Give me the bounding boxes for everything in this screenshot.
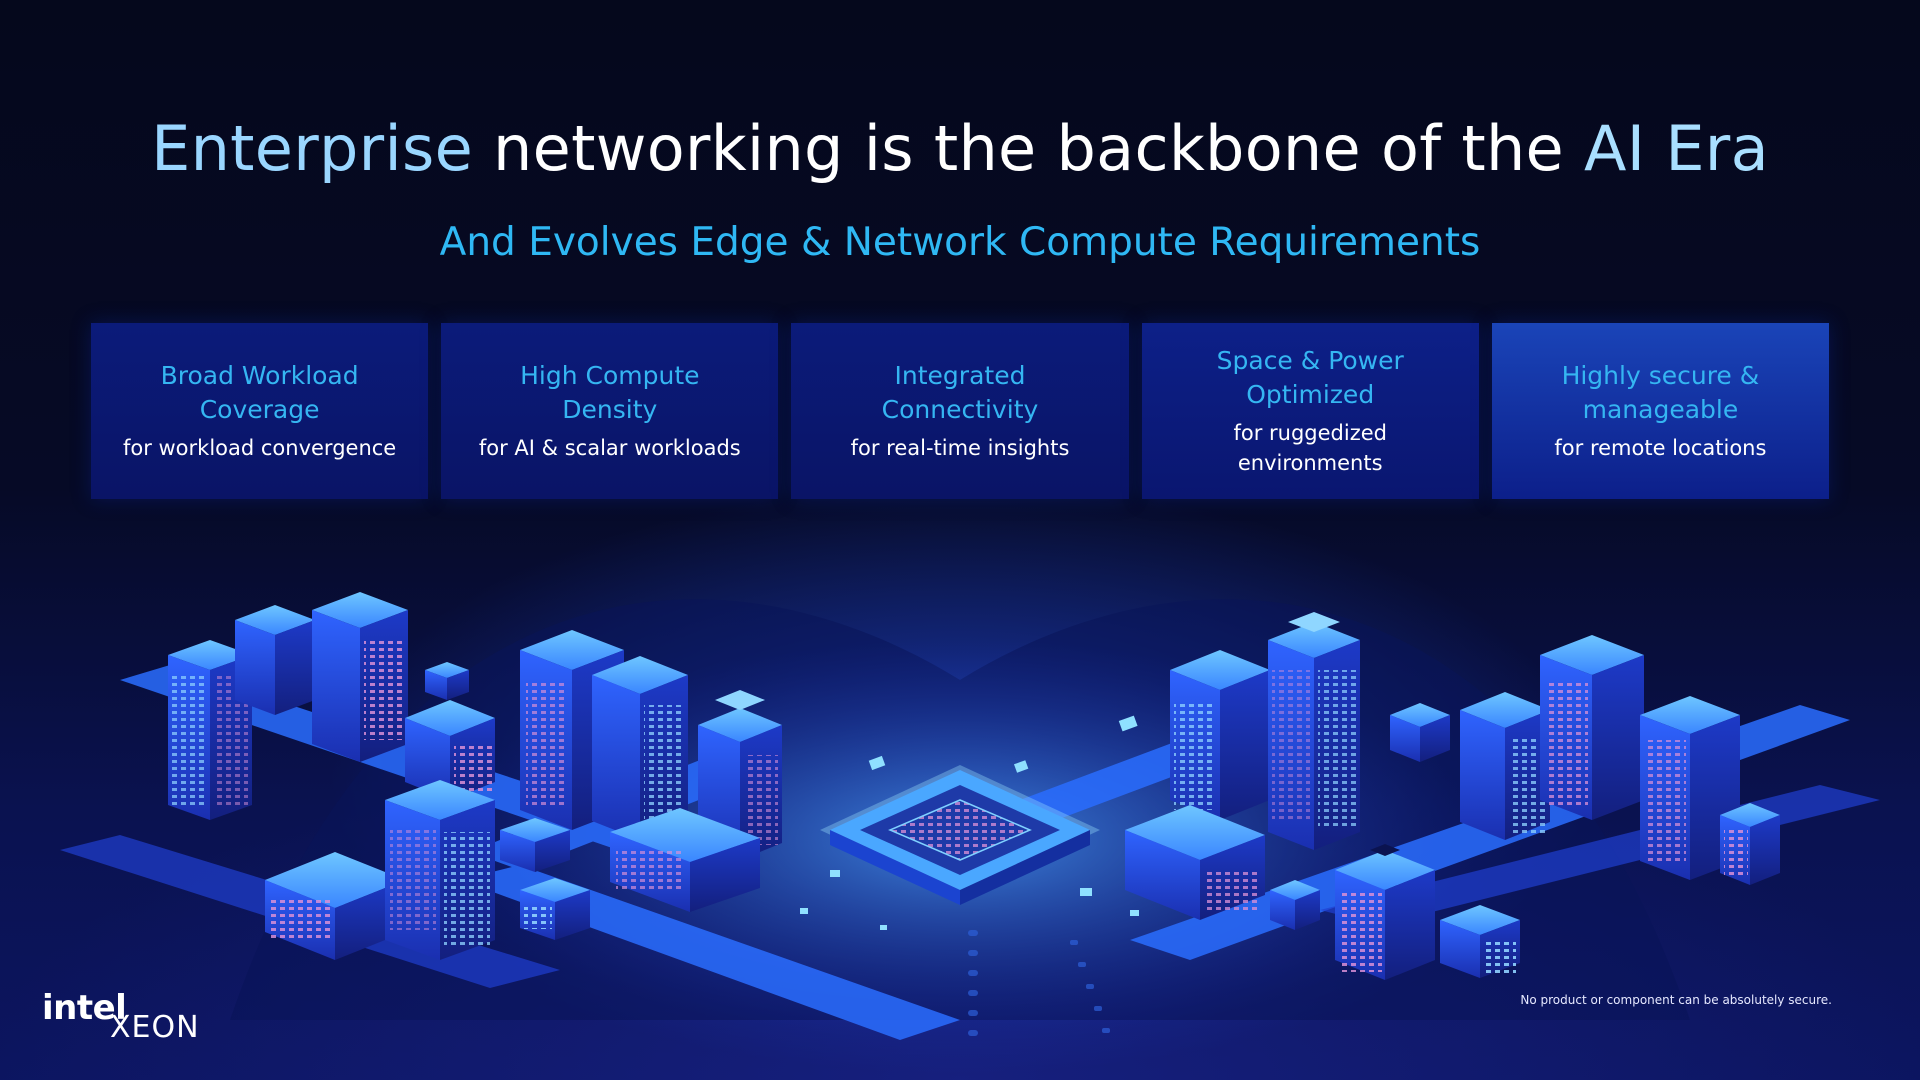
card-subtitle: for workload convergence	[122, 436, 397, 460]
processor-chip-icon	[820, 765, 1100, 905]
logo-intel: intel	[42, 988, 127, 1028]
footer-disclaimer: No product or component can be absolutel…	[1520, 993, 1832, 1007]
card-title: Space & Power Optimized	[1216, 346, 1404, 409]
card-title: Integrated Connectivity	[881, 361, 1039, 424]
card-compute-density: High Compute Density for AI & scalar wor…	[441, 323, 779, 499]
isometric-city-chip-illustration	[60, 592, 1880, 1040]
card-secure-manageable: Highly secure & manageable for remote lo…	[1491, 323, 1830, 499]
slide-subtitle: And Evolves Edge & Network Compute Requi…	[439, 220, 1481, 265]
card-title: Highly secure & manageable	[1561, 361, 1760, 424]
intel-xeon-logo: intel XEON	[42, 988, 202, 1045]
title-body: networking is the backbone of the	[473, 112, 1585, 185]
card-space-power: Space & Power Optimized for ruggedized e…	[1141, 323, 1479, 499]
card-broad-workload: Broad Workload Coverage for workload con…	[91, 323, 429, 499]
slide-title: Enterprise networking is the backbone of…	[0, 112, 1920, 185]
card-subtitle: for remote locations	[1554, 436, 1767, 460]
card-subtitle: for AI & scalar workloads	[478, 436, 741, 460]
city-right-cluster	[1125, 612, 1780, 980]
card-title: High Compute Density	[520, 361, 700, 424]
logo-xeon: XEON	[110, 1010, 200, 1045]
city-left-cluster	[168, 592, 782, 960]
title-tail: AI Era	[1584, 112, 1769, 185]
card-title: Broad Workload Coverage	[160, 361, 359, 424]
card-integrated-connectivity: Integrated Connectivity for real-time in…	[791, 323, 1129, 499]
title-lead: Enterprise	[151, 112, 474, 185]
requirement-cards: Broad Workload Coverage for workload con…	[91, 323, 1830, 499]
card-subtitle: for real-time insights	[850, 436, 1070, 460]
card-subtitle: for ruggedized environments	[1233, 421, 1387, 475]
